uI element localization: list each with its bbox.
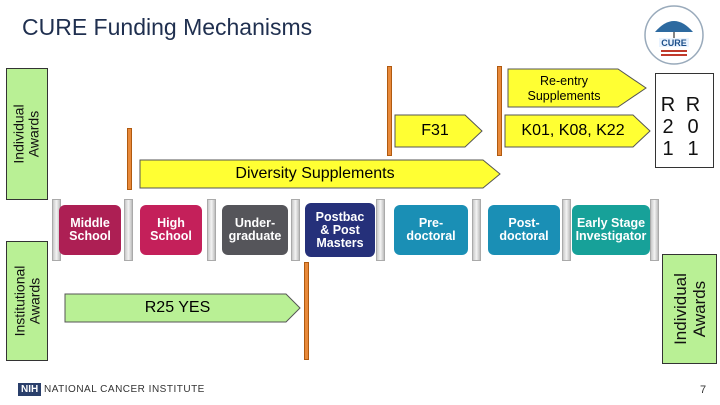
stage-predoctoral: Pre-doctoral	[394, 205, 468, 255]
reentry-label: Re-entry Supplements	[527, 74, 601, 103]
r21-column: R 2 1	[660, 94, 676, 160]
stage-undergraduate: Under-graduate	[222, 205, 288, 255]
stage-postbac: Postbac & Post Masters	[305, 203, 375, 257]
f31-label: F31	[421, 122, 449, 139]
separator	[562, 199, 571, 261]
separator	[650, 199, 659, 261]
nih-badge: NIH	[18, 383, 42, 396]
individual-awards-label-left: Individual Awards	[6, 68, 48, 200]
footer-institute: NATIONAL CANCER INSTITUTE	[44, 384, 205, 395]
page-title: CURE Funding Mechanisms	[22, 14, 313, 40]
r01-column: R 0 1	[685, 94, 701, 160]
f31-arrow	[394, 114, 483, 148]
orange-marker-4	[304, 262, 309, 360]
logo-word: CURE	[661, 38, 687, 48]
orange-marker-1	[127, 128, 132, 190]
r25-label: R25 YES	[144, 299, 211, 316]
institutional-awards-label: Institutional Awards	[6, 241, 48, 361]
stage-middle-school: Middle School	[59, 205, 121, 255]
separator	[207, 199, 216, 261]
k01-label: K01, K08, K22	[521, 122, 625, 139]
separator	[376, 199, 385, 261]
orange-marker-2	[387, 66, 392, 156]
diversity-label: Diversity Supplements	[235, 165, 395, 182]
stage-high-school: High School	[140, 205, 202, 255]
separator	[291, 199, 300, 261]
cure-logo: CURE	[643, 4, 705, 66]
r25-arrow	[64, 293, 301, 323]
diversity-arrow	[139, 159, 501, 189]
page-number: 7	[700, 384, 707, 396]
cure-logo-icon: CURE	[644, 5, 704, 65]
separator	[124, 199, 133, 261]
stage-postdoctoral: Post-doctoral	[488, 205, 560, 255]
r21-r01-box	[655, 73, 714, 168]
orange-marker-3	[497, 66, 502, 156]
individual-awards-label-right: Individual Awards	[662, 254, 717, 364]
stage-early-stage-investigator: Early Stage Investigator	[572, 205, 650, 255]
separator	[472, 199, 481, 261]
reentry-arrow	[507, 68, 647, 108]
k01-arrow	[504, 114, 651, 148]
